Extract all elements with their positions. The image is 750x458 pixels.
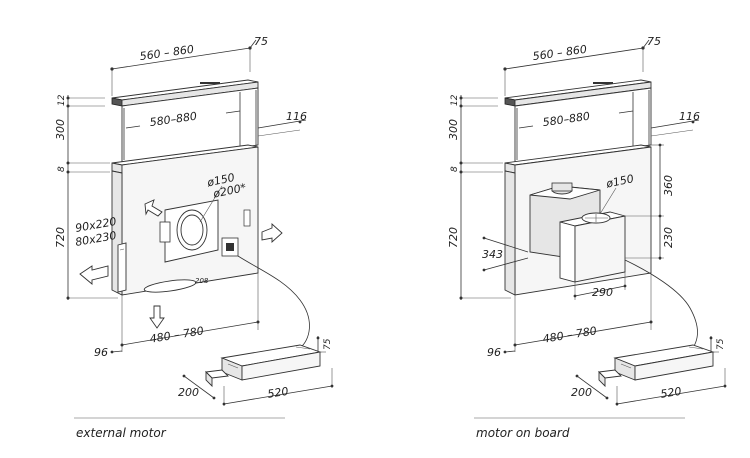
h300-label: 300: [54, 119, 67, 140]
motor-w-label-right: 520: [660, 385, 683, 401]
rect-outlet-left: [117, 242, 127, 293]
d343-label: 343: [482, 248, 503, 261]
motor-cable: [237, 255, 310, 349]
h12-label: 12: [57, 94, 67, 106]
side-depth-label-right: 116: [679, 110, 700, 123]
motor-d-label: 200: [178, 386, 199, 399]
d343-dimension: 343: [482, 236, 529, 272]
motor-d-label-right: 200: [571, 386, 592, 399]
h720-label: 720: [54, 227, 67, 248]
height-dimensions: 12 300 8 720: [54, 94, 118, 300]
bottom-width-dimension-right: 480 – 780 96: [487, 273, 653, 359]
h360-label: 360: [662, 175, 675, 196]
motor-dimensions: 75 200 520: [178, 336, 334, 406]
right-height-dimensions: 360 230: [625, 143, 675, 260]
motor-on-board-caption: motor on board: [476, 426, 570, 440]
depth-top-label: 75: [254, 35, 268, 48]
control-box-right: [598, 344, 715, 388]
external-motor-caption: external motor: [76, 426, 167, 440]
side-depth-dimension-right: 116: [650, 110, 700, 137]
side-depth-dimension: 116: [257, 110, 307, 137]
height-dimensions-right: 12 300 8 720: [447, 94, 511, 300]
motor-h-label-right: 75: [716, 338, 726, 350]
side-depth-label: 116: [286, 110, 307, 123]
motor-on-board-diagram: 560 – 860 75 580–880 116: [447, 35, 727, 440]
hood-top-blade-right: [504, 79, 652, 107]
motor-cable-right: [624, 259, 698, 353]
onboard-motor-housing: ø150: [529, 172, 635, 283]
h720-label-right: 720: [447, 227, 460, 248]
w290-label: 290: [592, 286, 613, 299]
motor-dimensions-right: 75 200 520: [571, 336, 727, 406]
h8-label-right: 8: [450, 166, 460, 172]
duct-round-label-right: ø150: [604, 172, 635, 191]
w290-dimension: 290: [573, 272, 627, 300]
width-range-bottom-label-right: 480 – 780: [542, 324, 598, 345]
motor-w-label: 520: [267, 385, 290, 401]
h230-label: 230: [662, 227, 675, 248]
hood-riser: 580–880: [121, 87, 259, 164]
external-motor-box: [205, 344, 322, 388]
h300-label-right: 300: [447, 119, 460, 140]
slot-208-label: 208: [195, 277, 209, 285]
duct-round1-label: ø150: [205, 171, 236, 190]
bottom-slot: 208: [143, 277, 209, 293]
h8-label: 8: [57, 166, 67, 172]
hood-riser-right: 580–880: [514, 87, 652, 164]
width-range-top-label-right: 560 – 860: [532, 43, 588, 63]
motor-h-label: 75: [323, 338, 333, 350]
airflow-arrows: [79, 199, 283, 329]
depth-top-label-right: 75: [647, 35, 661, 48]
h12-label-right: 12: [450, 94, 460, 106]
d96-label: 96: [94, 346, 108, 359]
external-motor-diagram: 560 – 860 75 580–880 116: [54, 35, 334, 440]
width-range-top-label: 560 – 860: [139, 43, 195, 63]
connector-box: [221, 209, 251, 257]
d96-label-right: 96: [487, 346, 501, 359]
hood-top-blade: [111, 79, 259, 107]
